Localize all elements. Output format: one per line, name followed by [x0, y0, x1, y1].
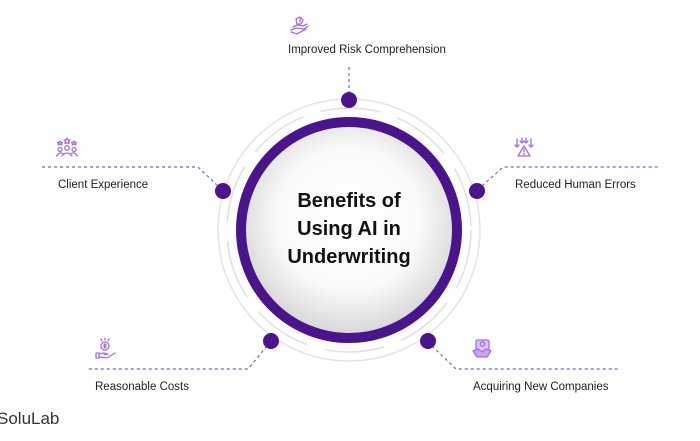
- diagram-title: Benefits of Using AI in Underwriting: [249, 187, 449, 271]
- center-disc: [241, 122, 457, 338]
- handshake-document-icon: [472, 339, 492, 358]
- dot-top: [341, 92, 357, 108]
- benefit-label-client-experience: Client Experience: [58, 179, 149, 191]
- dot-bottom-right: [420, 333, 436, 349]
- benefit-label-reduced-human-errors: Reduced Human Errors: [515, 179, 636, 191]
- benefit-label-acquiring-new-companies: Acquiring New Companies: [473, 381, 609, 393]
- connector-bottom-right: [431, 345, 618, 370]
- title-line-1: Benefits of: [297, 190, 401, 212]
- accent-ring: [236, 117, 462, 343]
- connector-left: [42, 166, 219, 187]
- hand-holding-risk-icon: [290, 16, 309, 35]
- warning-arrows-icon: [514, 137, 534, 157]
- title-line-3: Underwriting: [287, 246, 411, 268]
- dot-left: [215, 183, 231, 199]
- dot-bottom-left: [263, 333, 279, 349]
- hand-coin-icon: [95, 337, 116, 359]
- connector-bottom-left: [88, 345, 268, 370]
- benefit-label-reasonable-costs: Reasonable Costs: [95, 381, 189, 393]
- dot-right: [469, 183, 485, 199]
- title-line-2: Using AI in: [297, 218, 401, 240]
- rated-customers-icon: [55, 137, 79, 157]
- benefit-label-improved-risk-comprehension: Improved Risk Comprehension: [288, 44, 446, 56]
- connector-right: [481, 166, 660, 187]
- brand-watermark: SoluLab: [0, 409, 60, 428]
